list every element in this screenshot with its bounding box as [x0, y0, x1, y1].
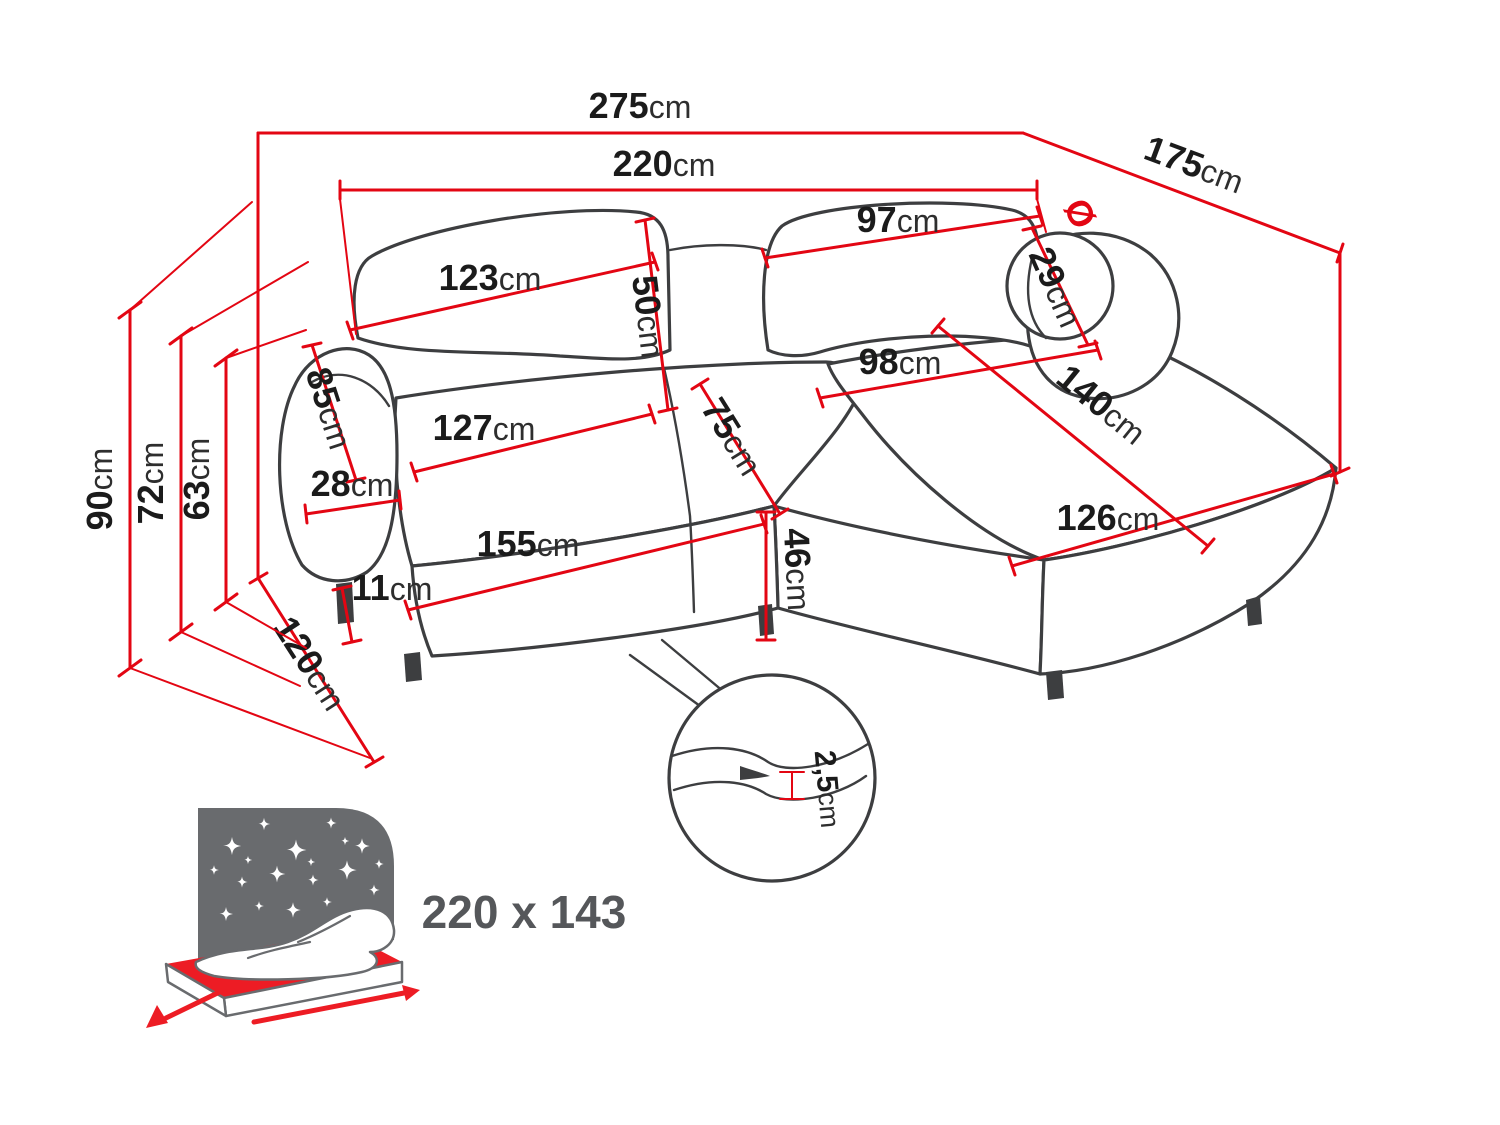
dimension-value-backrest-cushion-height: 50cm	[624, 273, 675, 360]
detail-lower-cushion-edge	[672, 774, 868, 801]
detail-leader-line	[660, 638, 726, 694]
bed-base-left	[164, 962, 228, 1018]
dimension-value-overall-depth: 175cm	[1139, 127, 1250, 201]
dimension-back-width: 220cm	[338, 143, 1047, 335]
bolster-seam	[1026, 256, 1048, 340]
dimension-value-cushion-gap: 2,5cm	[808, 749, 848, 829]
dimension-height-armrest: 63cm	[176, 329, 307, 649]
dimension-value-side-depth: 120cm	[265, 609, 355, 717]
chaise-front-face	[1038, 466, 1338, 676]
detail-zoom-circle: 2,5cm	[628, 638, 877, 883]
detail-leader-line	[628, 653, 702, 708]
dimension-value-height-armrest: 63cm	[176, 438, 217, 521]
sofa-leg	[1046, 670, 1064, 700]
dimension-value-back-width: 220cm	[613, 143, 716, 184]
sofa-bed-function-icon: 220 x 143	[146, 808, 626, 1028]
dimension-backrest-cushion-height: 50cm	[624, 216, 679, 414]
dimension-chaise-width-front: 126cm	[1007, 463, 1339, 577]
dimension-value-chaise-width-front: 126cm	[1057, 497, 1160, 538]
dimension-value-armrest-width: 28cm	[311, 463, 394, 504]
sofa-leg	[404, 652, 422, 682]
dimension-seat-cushion-width: 127cm	[409, 403, 657, 483]
back-cushion-left	[352, 208, 672, 361]
dimension-overall-width: 275cm	[256, 85, 1025, 135]
backrest-frame-line	[668, 243, 768, 252]
dimension-value-height-backrest: 72cm	[130, 442, 171, 525]
dimension-back-cushion-right: 97cm	[760, 199, 1045, 269]
dimension-value-height-total: 90cm	[79, 448, 120, 531]
dimension-armrest-width: 28cm	[303, 463, 403, 525]
bed-duvet-fold	[296, 914, 352, 944]
dimension-value-seat-height: 46cm	[776, 527, 821, 612]
dimension-leg-height: 11cm	[331, 567, 433, 646]
sleeping-area-label: 220 x 143	[422, 886, 627, 938]
dimension-height-backrest: 72cm	[130, 261, 309, 687]
dimension-chaise-width-back: 98cm	[815, 339, 1103, 409]
dimension-value-seat-front-width: 155cm	[477, 523, 580, 564]
dimension-value-back-cushion-right: 97cm	[857, 199, 940, 240]
sofa-seat-top	[393, 360, 864, 568]
detail-zoom-icon	[667, 673, 877, 883]
detail-upper-cushion-edge	[670, 742, 870, 770]
bed-duvet-fold	[246, 940, 312, 960]
dimension-back-cushion-left: 123cm	[345, 251, 660, 341]
sofa-leg	[1246, 596, 1262, 626]
dimension-seat-height: 46cm	[755, 510, 821, 642]
dimension-seat-front-width: 155cm	[403, 513, 769, 621]
dimension-height-total: 90cm	[79, 201, 371, 759]
detail-gap-shadow	[740, 766, 770, 780]
dimension-value-chaise-width-back: 98cm	[859, 341, 942, 382]
dimension-value-overall-width: 275cm	[589, 85, 692, 126]
armrest-left	[277, 347, 399, 583]
dimension-cushion-gap: 2,5cm	[779, 749, 848, 829]
armrest-left-seam	[310, 373, 391, 408]
unfold-arrow-right	[251, 985, 420, 1025]
dimension-value-leg-height: 11cm	[352, 567, 433, 608]
dimension-value-back-cushion-left: 123cm	[439, 257, 542, 298]
diameter-symbol: Ø	[1056, 192, 1105, 235]
sofa-illustration	[277, 201, 1338, 700]
bed-duvet	[194, 906, 396, 981]
dimension-value-seat-cushion-width: 127cm	[433, 407, 536, 448]
unfold-arrow-left	[146, 983, 235, 1028]
